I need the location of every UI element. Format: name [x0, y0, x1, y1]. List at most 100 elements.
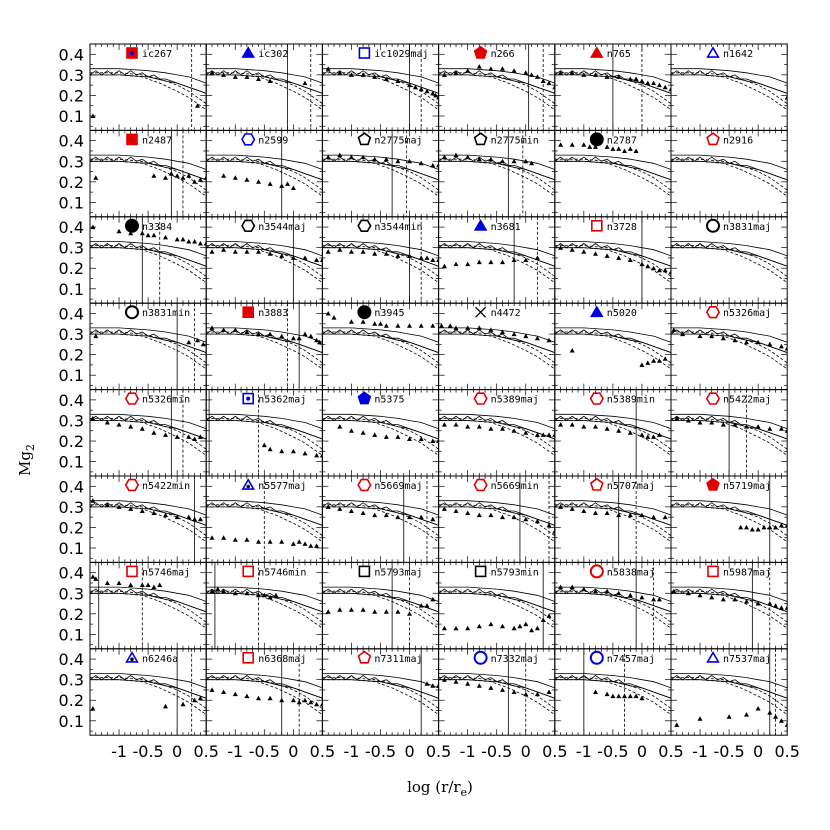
model-zigzag-line [671, 243, 788, 267]
panel-plot-area [671, 389, 788, 476]
data-point [407, 611, 412, 616]
data-point [407, 82, 412, 88]
model-dashed-line [671, 677, 788, 709]
model-solid-line [322, 74, 439, 94]
legend-marker [706, 218, 720, 233]
data-point [593, 689, 598, 694]
panel-plot-area [438, 323, 555, 370]
data-point [540, 617, 546, 622]
model-dashed-line [206, 333, 323, 370]
legend-marker [705, 392, 721, 405]
data-point [738, 524, 744, 530]
data-point [395, 514, 401, 520]
panel-label: n5389min [607, 395, 655, 406]
data-point [302, 80, 308, 86]
panel-label: ic267 [142, 49, 172, 60]
data-point [296, 539, 302, 544]
model-dashed-line [438, 245, 555, 277]
data-point [279, 253, 285, 258]
x-tick-label: 0 [288, 742, 298, 761]
x-tick-label: 0.5 [774, 742, 799, 761]
x-tick-label: 0.5 [658, 742, 683, 761]
model-dashed-line [438, 72, 555, 105]
data-point [604, 691, 610, 697]
data-point [488, 621, 494, 627]
model-zigzag-line [554, 156, 671, 181]
model-dashed-line [90, 245, 207, 277]
data-point [209, 687, 215, 692]
model-solid-line [90, 679, 207, 699]
model-solid-line [206, 586, 323, 602]
data-point [558, 584, 564, 590]
panel-plot-area [90, 44, 207, 131]
panel-n3384: n3384 [89, 216, 207, 304]
model-dashed-line [322, 247, 439, 283]
model-dashed-line [322, 72, 439, 105]
y-tick-label: 0.3 [59, 239, 84, 258]
model-solid-line [671, 154, 788, 170]
data-point [256, 695, 261, 701]
panel-label: n5987maj [723, 567, 771, 578]
model-dashed-line [322, 679, 439, 715]
data-point [523, 158, 529, 164]
model-solid-line [438, 673, 555, 689]
panel-plot-area [438, 648, 555, 736]
data-point [511, 625, 517, 631]
data-point [767, 601, 773, 606]
data-point [348, 154, 354, 160]
data-point [418, 160, 424, 166]
panel-label: n5838maj [607, 567, 655, 578]
data-point [744, 712, 749, 717]
data-point [180, 701, 186, 707]
data-point [465, 510, 471, 515]
panel-label: n2599 [258, 135, 288, 146]
data-point [476, 156, 482, 162]
y-tick-label: 0.1 [59, 625, 84, 644]
legend-marker [473, 650, 488, 665]
y-tick-label: 0.1 [59, 453, 84, 472]
data-point [778, 343, 784, 349]
model-solid-line [206, 673, 323, 689]
panel-ic267: ic267 [89, 43, 207, 131]
model-dashed-line [322, 420, 439, 456]
panel-n3681: n3681 [438, 216, 556, 304]
model-dashed-line [438, 590, 555, 623]
legend-marker-dot [246, 484, 250, 489]
model-solid-line [90, 506, 207, 526]
data-point [767, 710, 773, 715]
data-point [348, 428, 354, 433]
data-point [534, 691, 540, 697]
model-solid-line [90, 68, 207, 84]
data-point [104, 420, 110, 425]
data-point [232, 175, 238, 180]
data-point [604, 426, 610, 431]
panel-plot-area [554, 476, 671, 563]
legend-marker [242, 392, 254, 405]
data-point [221, 72, 227, 77]
panel-n5422maj: n5422maj [670, 389, 788, 477]
model-solid-line [671, 68, 788, 84]
data-point [546, 522, 552, 528]
panel-label: n5326maj [723, 308, 771, 319]
data-point [407, 253, 412, 258]
x-axis-title: log (r/re) [407, 778, 473, 799]
data-point [627, 512, 633, 518]
panel-n3544min: n3544min [321, 216, 440, 304]
data-point [767, 426, 773, 431]
model-solid-line [671, 247, 788, 267]
data-point [439, 323, 444, 328]
data-point [128, 230, 134, 236]
data-point [244, 537, 250, 542]
data-point [523, 516, 529, 522]
data-point [622, 148, 627, 153]
data-point [232, 249, 238, 254]
model-solid-line [90, 592, 207, 613]
model-dashed-line [671, 592, 788, 629]
model-solid-line [554, 74, 671, 94]
model-solid-line [322, 413, 439, 430]
y-tick-label: 0.4 [59, 391, 84, 410]
panel-plot-area [438, 216, 555, 304]
data-point [378, 321, 383, 326]
model-solid-line [671, 420, 788, 440]
data-point [314, 337, 320, 343]
